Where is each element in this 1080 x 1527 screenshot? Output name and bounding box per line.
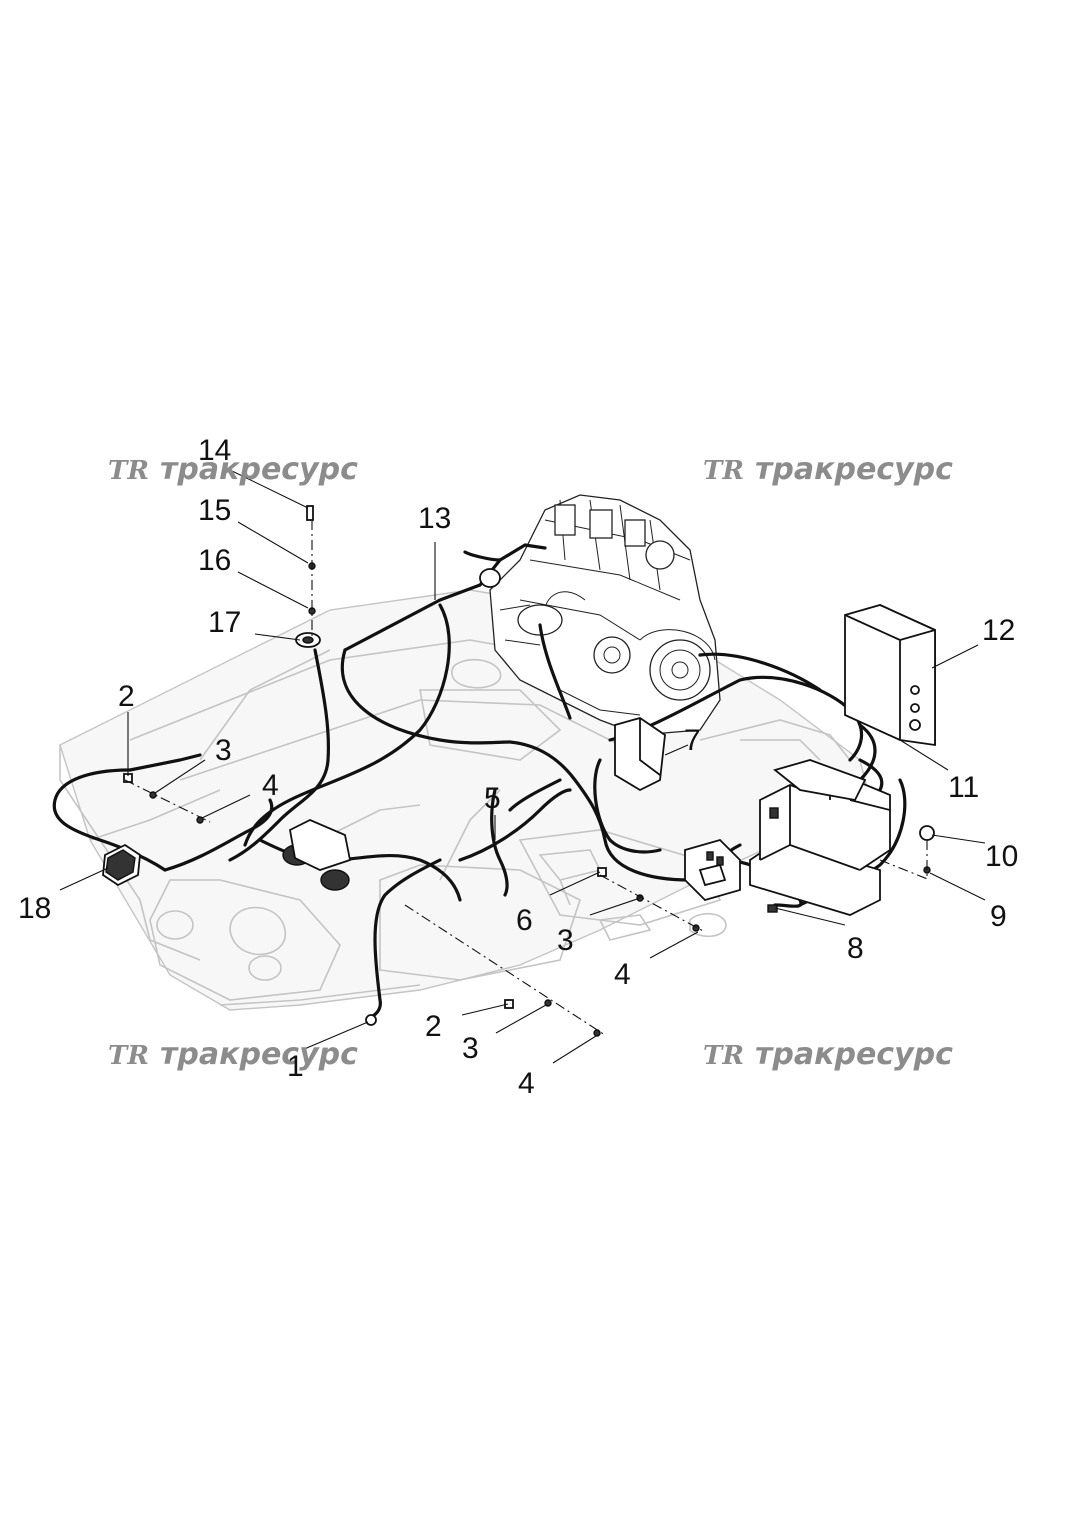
watermark-logo: TR bbox=[108, 1041, 149, 1071]
watermark-bottom-right: TR тракресурс bbox=[703, 1037, 953, 1072]
callout-8: 8 bbox=[847, 932, 864, 965]
callout-3c: 3 bbox=[462, 1032, 479, 1065]
watermark-logo: TR bbox=[703, 1041, 744, 1071]
callout-3: 3 bbox=[215, 734, 232, 767]
callout-18: 18 bbox=[18, 892, 51, 925]
control-box bbox=[844, 604, 936, 747]
grommet bbox=[295, 632, 321, 648]
engine-assembly bbox=[489, 494, 721, 736]
callout-labels: 14 15 16 13 17 12 2 3 4 7 11 5 10 18 6 3… bbox=[18, 434, 1018, 1100]
watermark-text: тракресурс bbox=[160, 452, 358, 487]
fastener-stack-top bbox=[306, 505, 316, 640]
callout-9: 9 bbox=[990, 900, 1007, 933]
watermark-text: тракресурс bbox=[755, 1037, 953, 1072]
watermark-top-right: TR тракресурс bbox=[703, 452, 953, 487]
callout-1: 1 bbox=[287, 1050, 304, 1083]
callout-4c: 4 bbox=[518, 1067, 535, 1100]
engine-sensor bbox=[479, 568, 501, 588]
callout-15: 15 bbox=[198, 494, 231, 527]
leader-lines bbox=[59, 469, 986, 1064]
watermark-logo: TR bbox=[703, 456, 744, 486]
callout-2: 2 bbox=[118, 680, 135, 713]
watermark-text: тракресурс bbox=[755, 452, 953, 487]
callout-4: 4 bbox=[262, 769, 279, 802]
callout-5: 5 bbox=[484, 782, 501, 815]
watermark-bottom-left: TR тракресурс bbox=[108, 1037, 358, 1072]
callout-17: 17 bbox=[208, 606, 241, 639]
callout-7: 7 bbox=[684, 724, 701, 757]
watermark-top-left: TR тракресурс bbox=[108, 452, 358, 487]
callout-16: 16 bbox=[198, 544, 231, 577]
callout-12: 12 bbox=[982, 614, 1015, 647]
watermark-text: тракресурс bbox=[160, 1037, 358, 1072]
ecu-module bbox=[614, 717, 666, 792]
callout-2b: 2 bbox=[425, 1010, 442, 1043]
relay-bracket bbox=[684, 838, 741, 902]
callout-4b: 4 bbox=[614, 958, 631, 991]
battery-assembly bbox=[749, 759, 891, 916]
watermark-logo: TR bbox=[108, 456, 149, 486]
upper-frame bbox=[59, 589, 871, 1011]
callout-6: 6 bbox=[516, 904, 533, 937]
callout-13: 13 bbox=[418, 502, 451, 535]
callout-14: 14 bbox=[198, 434, 231, 467]
callout-11: 11 bbox=[948, 771, 979, 804]
work-light bbox=[102, 843, 141, 887]
callout-10: 10 bbox=[985, 840, 1018, 873]
callout-3b: 3 bbox=[557, 924, 574, 957]
horn-pair bbox=[282, 819, 352, 891]
